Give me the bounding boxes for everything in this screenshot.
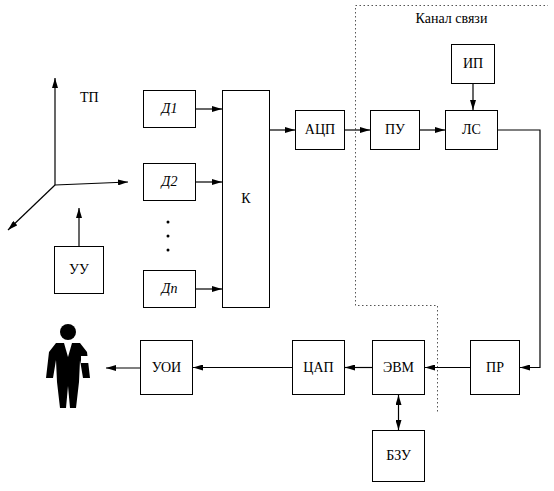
process-box: ПР bbox=[470, 340, 520, 395]
connector-arrow bbox=[196, 288, 222, 289]
connector-arrow bbox=[196, 181, 222, 182]
connector-arrow bbox=[345, 129, 370, 130]
box-label: АЦП bbox=[305, 122, 335, 138]
person-silhouette bbox=[46, 324, 90, 408]
region-heading: Канал связи bbox=[355, 11, 548, 27]
process-box: ЦАП bbox=[292, 340, 345, 395]
axis-arrow bbox=[55, 182, 128, 185]
box-label: ЛС bbox=[462, 122, 481, 138]
axis-arrow bbox=[54, 78, 55, 185]
ellipsis-dot bbox=[167, 249, 170, 252]
display-box: УОИ bbox=[140, 340, 193, 395]
box-label: Д2 bbox=[162, 174, 178, 190]
computer-box: ЭВМ bbox=[372, 340, 425, 395]
dotted-border bbox=[356, 6, 549, 413]
process-label: ТП bbox=[80, 90, 99, 106]
connector-arrow bbox=[420, 129, 445, 130]
box-label: УУ bbox=[69, 262, 89, 278]
box-label: К bbox=[241, 191, 250, 207]
control-arrow bbox=[78, 208, 79, 246]
control-box: УУ bbox=[54, 246, 104, 294]
sensor-box: Д1 bbox=[143, 90, 196, 128]
box-label: Дn bbox=[162, 281, 178, 297]
box-label: ЭВМ bbox=[383, 360, 414, 376]
process-box: АЦП bbox=[295, 110, 345, 150]
box-label: ЦАП bbox=[303, 360, 333, 376]
process-box: ЛС bbox=[445, 110, 498, 150]
connector-arrow bbox=[498, 130, 540, 368]
box-label: ПУ bbox=[385, 122, 405, 138]
connector-arrow bbox=[425, 367, 470, 368]
ellipsis-dot bbox=[167, 235, 170, 238]
connector-arrow bbox=[270, 129, 295, 130]
storage-box: БЗУ bbox=[372, 430, 425, 482]
ellipsis-dot bbox=[167, 221, 170, 224]
sensor-box: Д2 bbox=[143, 163, 196, 201]
connector-arrow bbox=[398, 395, 399, 430]
box-label: Д1 bbox=[162, 101, 178, 117]
switch-box: К bbox=[222, 90, 270, 308]
box-label: ИП bbox=[463, 56, 483, 72]
connector-arrow bbox=[345, 367, 372, 368]
connector-arrow bbox=[472, 84, 473, 110]
box-label: ПР bbox=[486, 360, 504, 376]
source-box: ИП bbox=[451, 44, 495, 84]
connector-arrow bbox=[196, 108, 222, 109]
sensor-box: Дn bbox=[143, 270, 196, 308]
box-label: БЗУ bbox=[386, 448, 411, 464]
axis-arrow bbox=[8, 185, 55, 230]
process-box: ПУ bbox=[370, 110, 420, 150]
output-arrow bbox=[106, 367, 140, 368]
connector-arrow bbox=[193, 367, 292, 368]
box-label: УОИ bbox=[152, 360, 181, 376]
